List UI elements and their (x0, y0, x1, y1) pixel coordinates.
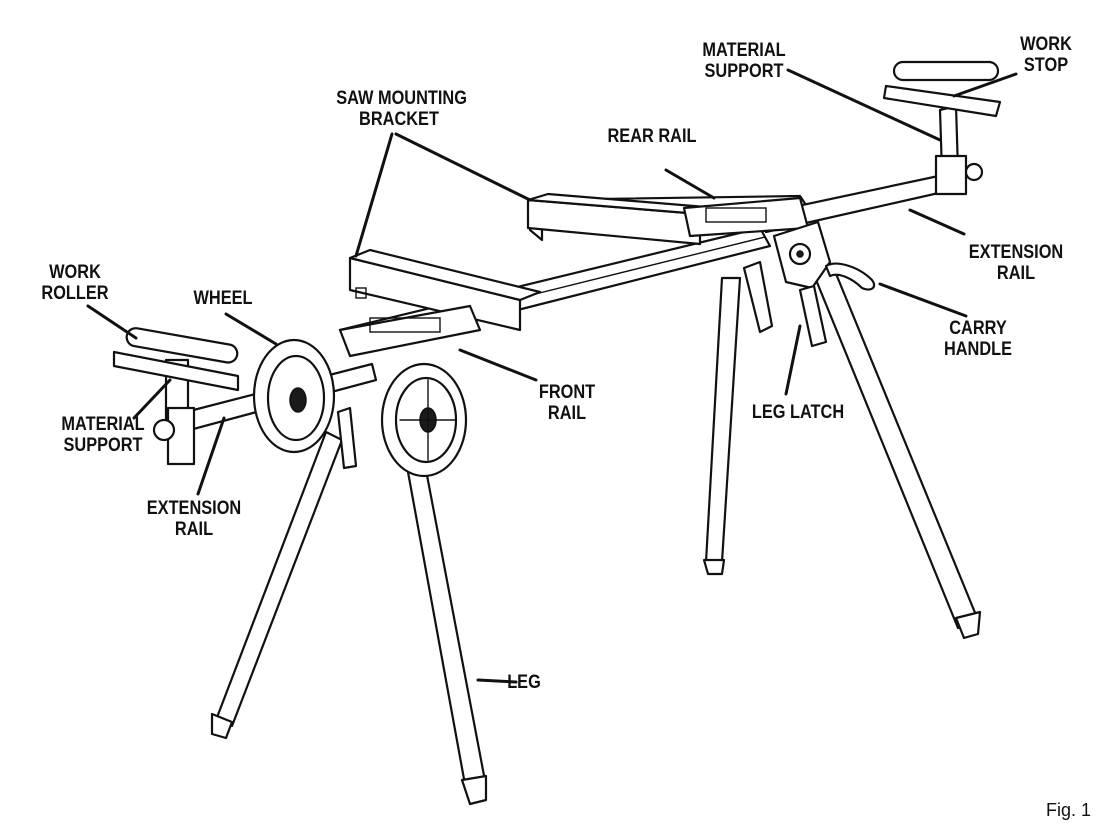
leader-lines (86, 68, 1018, 684)
leg-latch-right-front (798, 284, 828, 348)
leader-carry-handle (878, 282, 968, 318)
label-material-support-left: MATERIAL SUPPORT (61, 414, 145, 456)
label-carry-handle: CARRY HANDLE (943, 318, 1013, 360)
label-extension-rail-left: EXTENSION RAIL (146, 498, 242, 540)
label-saw-mounting-bracket: SAW MOUNTING BRACKET (336, 88, 467, 130)
leader-leg-latch (784, 324, 802, 396)
leg-latch-right-rear (742, 260, 774, 334)
leader-extension-rail-right (908, 208, 966, 236)
leader-material-support-left (132, 378, 172, 420)
label-work-stop: WORK STOP (1020, 34, 1072, 76)
leader-rear-rail (664, 168, 716, 200)
figure-caption: Fig. 1 (1046, 800, 1092, 820)
work-stop-shape (882, 60, 1002, 118)
leader-material-support-right (786, 68, 942, 142)
label-material-support-right: MATERIAL SUPPORT (702, 40, 786, 82)
saw-mounting-bracket-left (348, 248, 542, 332)
leader-work-roller (86, 304, 138, 340)
wheel-front (380, 362, 468, 478)
leader-work-stop (952, 72, 1018, 98)
carry-handle-shape (824, 262, 876, 291)
front-left-leg (406, 468, 488, 806)
rear-left-leg (210, 430, 344, 740)
leader-front-rail (458, 348, 538, 382)
label-rear-rail: REAR RAIL (607, 126, 697, 147)
label-front-rail: FRONT RAIL (538, 382, 596, 424)
right-end-bracket (772, 220, 832, 290)
wheel-rear (252, 338, 336, 454)
leader-saw-bracket-rear (394, 132, 532, 202)
label-leg: LEG (507, 672, 541, 693)
label-wheel: WHEEL (193, 288, 253, 309)
leader-saw-bracket-front (354, 132, 394, 258)
leg-latch-left (336, 406, 358, 470)
front-housing (338, 304, 482, 358)
work-roller-shape (112, 327, 240, 392)
leader-wheel (224, 312, 278, 346)
leader-extension-rail-left (196, 416, 226, 496)
label-work-roller: WORK ROLLER (41, 262, 109, 304)
rear-right-leg (702, 276, 742, 576)
label-extension-rail-right: EXTENSION RAIL (968, 242, 1064, 284)
material-support-right-shape (934, 104, 984, 196)
label-leg-latch: LEG LATCH (751, 402, 845, 423)
leader-leg (476, 678, 518, 684)
saw-mounting-bracket-right (526, 192, 720, 246)
